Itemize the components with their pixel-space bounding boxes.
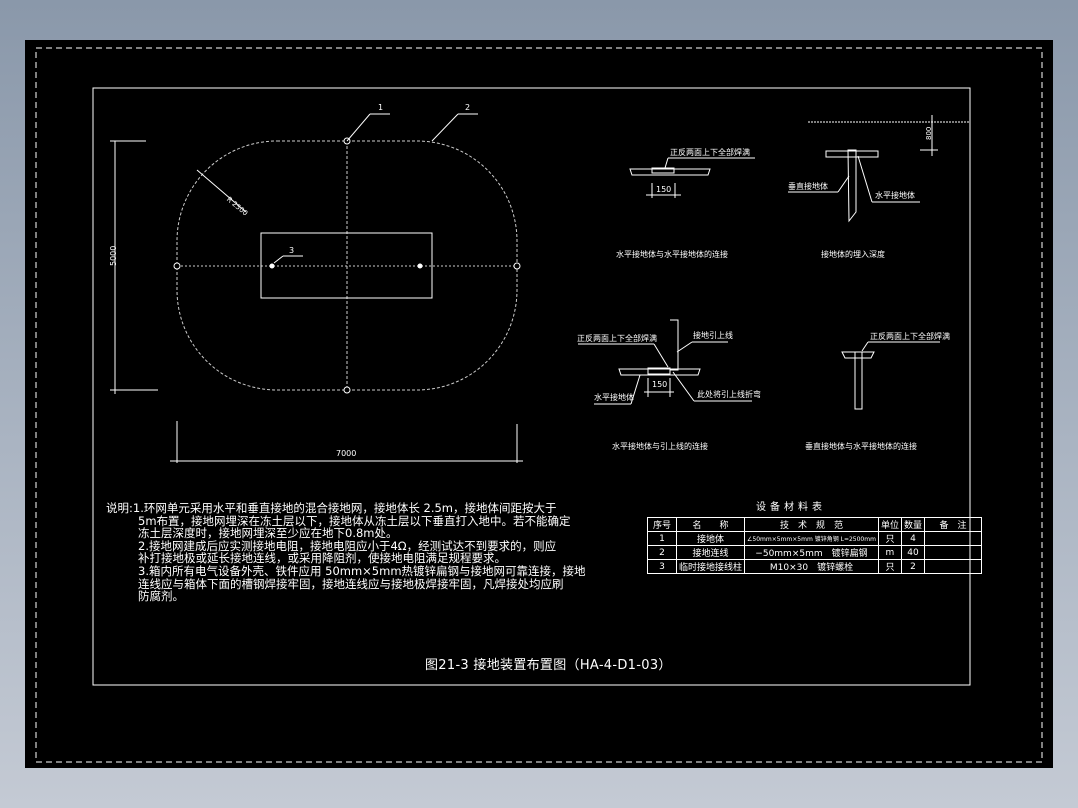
table-row: 3 临时接地接线柱 M10×30 镀锌螺栓 只 2: [647, 559, 982, 574]
svg-text:水平接地体与水平接地体的连接: 水平接地体与水平接地体的连接: [616, 249, 728, 259]
table-header-row: 序号 名 称 技 术 规 范 单位 数量 备 注: [647, 517, 982, 532]
note-line: 3.箱内所有电气设备外壳、铁件应用 50mm×5mm热镀锌扁钢与接地网可靠连接，…: [138, 563, 586, 578]
sheet-dashed-border: [35, 47, 1043, 763]
svg-text:3: 3: [289, 246, 294, 255]
grounding-electrode-node: [173, 262, 181, 270]
detail-horizontal-to-downlead: 正反两面上下全部焊满 接地引上线 水平接地体 此处将引上线折弯 150 水平接地…: [577, 319, 761, 451]
header-cell: 名 称: [675, 517, 746, 532]
header-cell: 单位: [877, 517, 902, 532]
svg-text:水平接地体: 水平接地体: [594, 392, 634, 402]
note-line: 2.接地网建成后应实测接地电阻，接地电阻应小于4Ω，经测试达不到要求的，则应: [138, 538, 557, 553]
grounding-electrode-node: [513, 262, 521, 270]
notes-prefix: 说明:: [106, 501, 133, 515]
svg-text:150: 150: [652, 380, 667, 389]
svg-text:150: 150: [656, 185, 671, 194]
table-row: 1 接地体 ∠50mm×5mm×5mm 镀锌角钢 L=2500mm 只 4: [647, 531, 982, 546]
temp-grounding-terminal: [417, 263, 423, 269]
table-row: 2 接地连线 −50mm×5mm 镀锌扁钢 m 40: [647, 545, 982, 560]
note-line: 防腐剂。: [138, 589, 184, 604]
note-line: 补打接地极或延长接地连线，或采用降阻剂，使接地电阻满足规程要求。: [138, 551, 506, 566]
drawing-sheet: [25, 40, 1053, 768]
svg-text:接地体的埋入深度: 接地体的埋入深度: [821, 249, 885, 259]
note-line: 5m布置，接地网埋深在冻土层以下，接地体从冻土层以下垂直打入地中。若不能确定: [138, 513, 571, 528]
svg-text:2: 2: [465, 103, 470, 112]
material-table: 序号 名 称 技 术 规 范 单位 数量 备 注 1 接地体 ∠50mm×5mm…: [647, 517, 982, 574]
svg-text:此处将引上线折弯: 此处将引上线折弯: [697, 389, 761, 399]
detail-horizontal-to-horizontal: 正反两面上下全部焊满 150 水平接地体与水平接地体的连接: [616, 147, 755, 259]
header-cell: 序号: [647, 517, 677, 532]
svg-text:R 2500: R 2500: [225, 195, 249, 217]
svg-text:1: 1: [378, 103, 383, 112]
grounding-electrode-node: [343, 386, 351, 394]
drawing-frame: [92, 87, 971, 686]
svg-text:5000: 5000: [109, 246, 118, 266]
header-cell: 备 注: [923, 517, 982, 532]
note-line: 1.环网单元采用水平和垂直接地的混合接地网，接地体长 2.5m，接地体间距按大于: [132, 501, 557, 515]
svg-text:水平接地体与引上线的连接: 水平接地体与引上线的连接: [612, 441, 708, 451]
design-notes: 说明:1.环网单元采用水平和垂直接地的混合接地网，接地体长 2.5m，接地体间距…: [106, 502, 586, 603]
svg-text:正反两面上下全部焊满: 正反两面上下全部焊满: [870, 331, 950, 341]
svg-text:7000: 7000: [336, 449, 356, 458]
material-table-title: 设备材料表: [756, 502, 826, 513]
temp-grounding-terminal: [269, 263, 275, 269]
grounding-grid-plan: R 2500 1 2 3 5000 7000: [109, 103, 523, 463]
ring-main-unit-outline: [260, 232, 433, 299]
svg-text:800: 800: [925, 127, 933, 140]
svg-text:垂直接地体与水平接地体的连接: 垂直接地体与水平接地体的连接: [805, 441, 917, 451]
svg-text:水平接地体: 水平接地体: [875, 190, 915, 200]
svg-text:接地引上线: 接地引上线: [693, 330, 733, 340]
detail-burial-depth: 800 垂直接地体 水平接地体 接地体的埋入深度: [788, 115, 970, 259]
detail-vertical-to-horizontal: 正反两面上下全部焊满 垂直接地体与水平接地体的连接: [805, 331, 950, 451]
header-cell: 技 术 规 范: [744, 517, 879, 532]
header-cell: 数量: [900, 517, 925, 532]
svg-text:垂直接地体: 垂直接地体: [788, 181, 828, 191]
drawing-caption: 图21-3 接地装置布置图（HA-4-D1-03）: [425, 658, 672, 673]
svg-text:正反两面上下全部焊满: 正反两面上下全部焊满: [577, 333, 657, 343]
note-line: 冻土层深度时，接地网埋深至少应在地下0.8m处。: [138, 526, 398, 541]
svg-text:正反两面上下全部焊满: 正反两面上下全部焊满: [670, 147, 750, 157]
note-line: 连线应与箱体下面的槽钢焊接牢固，接地连线应与接地极焊接牢固，凡焊接处均应刷: [138, 576, 564, 591]
